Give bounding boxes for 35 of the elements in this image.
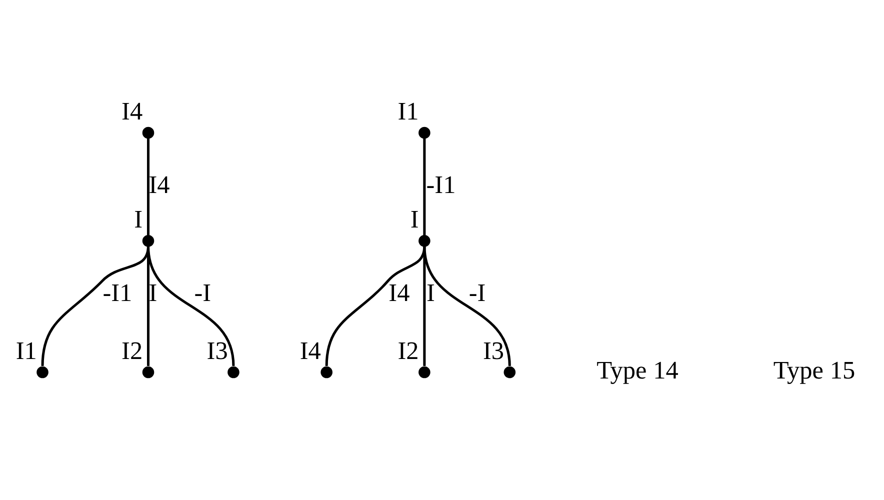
node-circle: [142, 235, 154, 247]
connector: [423, 246, 511, 366]
node-label: I1: [16, 336, 37, 365]
node-circle: [142, 126, 154, 139]
edge-label: -I1: [102, 278, 132, 307]
node-label: I: [134, 206, 143, 234]
node-circle: [418, 126, 430, 139]
edge-label: I4: [148, 170, 170, 199]
edge-label: I: [148, 278, 158, 307]
node-label: I3: [206, 336, 228, 365]
node-label: I: [410, 206, 419, 234]
edge-label: I: [426, 278, 435, 307]
edge-label: -I: [194, 278, 212, 307]
node-label: I4: [300, 336, 321, 365]
node-label: I4: [122, 98, 143, 126]
node-label: I2: [398, 336, 419, 365]
node-label: I2: [122, 336, 143, 365]
edge-label: -I1: [426, 170, 456, 199]
node-label: I3: [482, 336, 504, 365]
node-circle: [320, 366, 332, 378]
connector: [423, 138, 426, 236]
node-circle: [418, 366, 430, 378]
connector: [146, 138, 150, 236]
node-circle: [142, 366, 154, 378]
node-circle: [36, 366, 48, 378]
label: Type 14: [596, 356, 678, 384]
node-circle: [418, 235, 430, 247]
node-circle: [504, 366, 516, 378]
node-label: I1: [398, 98, 419, 126]
label: Type 15: [773, 356, 856, 384]
connector: [147, 246, 235, 366]
edge-label: -I: [468, 278, 486, 307]
node-circle: [228, 366, 240, 378]
connector: [423, 246, 426, 366]
edge-label: I4: [388, 278, 410, 307]
